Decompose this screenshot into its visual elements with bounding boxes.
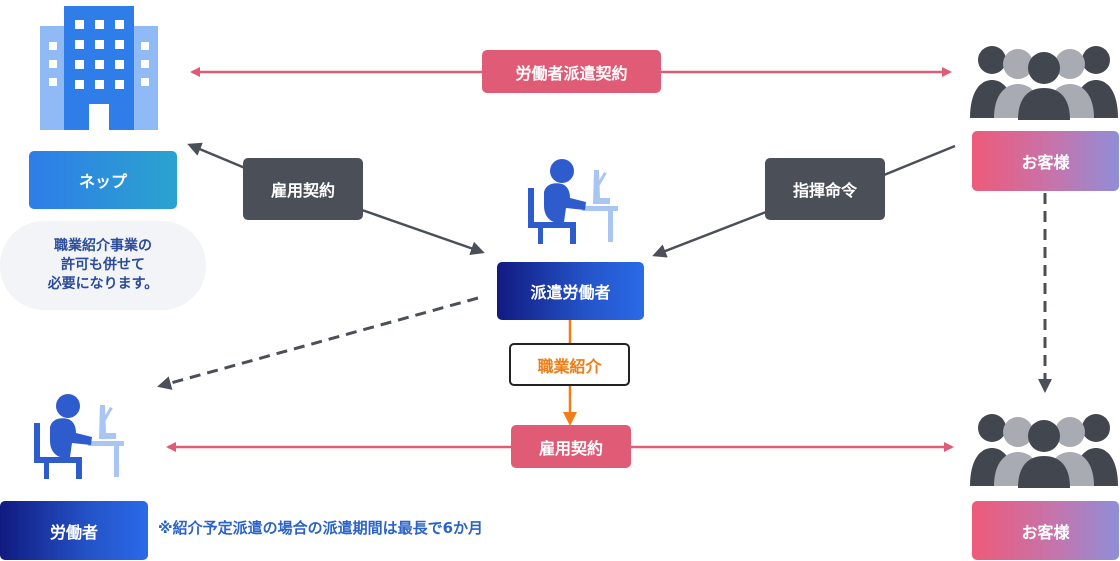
worker-at-desk-icon [528,159,618,244]
people-group-icon [970,414,1118,488]
employment-contract-bottom-label: 雇用契約 [511,425,631,468]
worker-node: 労働者 [0,501,148,560]
people-group-icon [970,46,1118,120]
dispatch-period-footnote: ※紹介予定派遣の場合の派遣期間は最長で6か月 [158,519,484,537]
client-node-bottom: お客様 [972,501,1119,560]
employment-contract-top-label: 雇用契約 [243,158,363,220]
license-note: 職業紹介事業の 許可も併せて 必要になります。 [0,221,206,310]
nepp-node: ネップ [29,151,177,209]
client-node-top: お客様 [972,131,1119,191]
building-icon [40,6,158,130]
employment-contract-top-line-b [361,208,485,255]
license-note-line: 必要になります。 [47,276,159,292]
license-note-line: 許可も併せて [61,257,145,273]
dispatched-worker-node: 派遣労働者 [497,262,644,320]
dispatch-contract-label: 労働者派遣契約 [482,50,661,93]
transition-dashed-line [157,296,479,390]
command-line-a [883,144,956,177]
job-introduction-label: 職業紹介 [509,343,630,386]
employment-contract-top-line-a [187,142,246,170]
command-line-b [652,210,767,258]
worker-at-desk-icon [34,394,124,479]
command-label: 指揮命令 [765,158,885,220]
license-note-line: 職業紹介事業の [54,238,152,254]
